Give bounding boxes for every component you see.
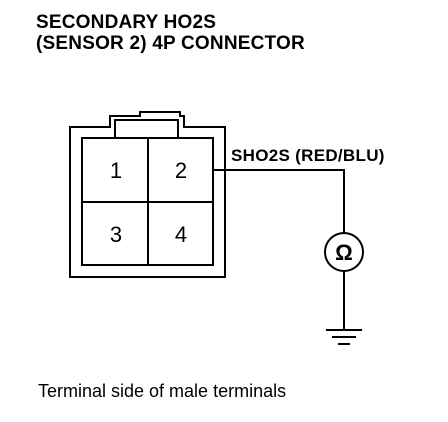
ohm-symbol: Ω: [335, 240, 353, 265]
wire-label: SHO2S (RED/BLU): [231, 146, 385, 165]
title-line-1: SECONDARY HO2S: [36, 12, 217, 33]
title-line-2: (SENSOR 2) 4P CONNECTOR: [36, 33, 305, 54]
connector-latch: [114, 119, 179, 139]
sho2s-wire: [213, 169, 345, 233]
connector-title: SECONDARY HO2S (SENSOR 2) 4P CONNECTOR: [36, 12, 305, 54]
terminal-2-label: 2: [175, 158, 187, 183]
ground-icon: [326, 329, 362, 345]
terminal-side-caption: Terminal side of male terminals: [38, 381, 287, 401]
terminal-3-label: 3: [110, 222, 122, 247]
terminal-1-label: 1: [110, 158, 122, 183]
terminal-4-label: 4: [175, 222, 187, 247]
connector-housing: [69, 111, 226, 278]
